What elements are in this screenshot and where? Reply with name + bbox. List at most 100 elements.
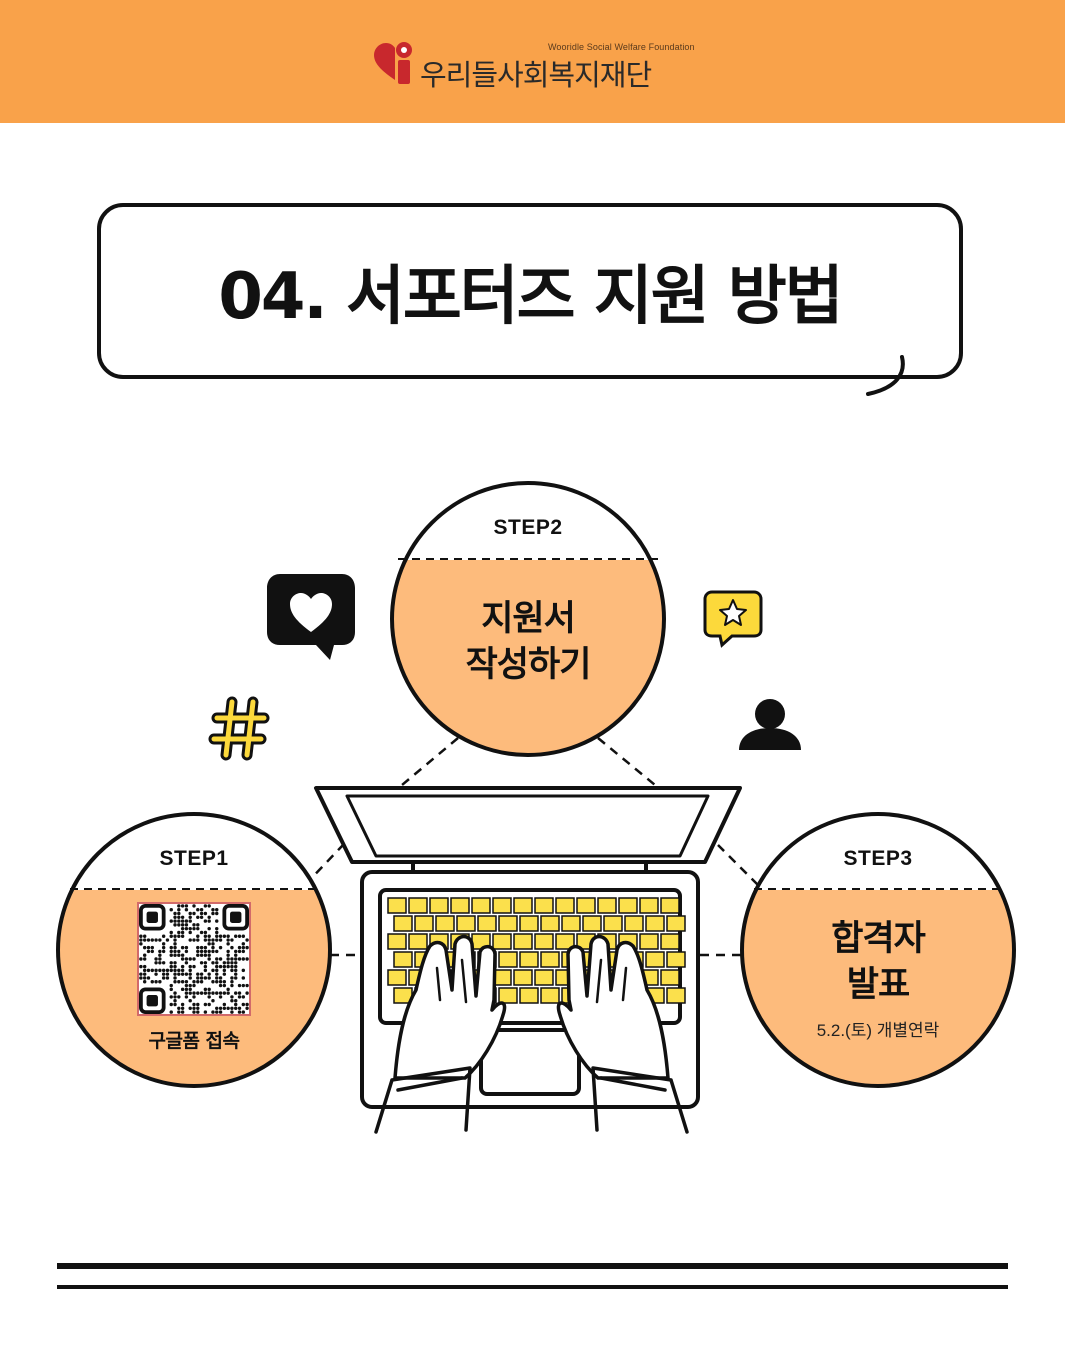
qr-module: [241, 949, 246, 954]
qr-module: [234, 957, 238, 961]
qr-module: [173, 945, 177, 950]
qr-module: [154, 957, 158, 961]
qr-module: [184, 987, 189, 992]
qr-module: [237, 934, 242, 938]
qr-module: [207, 991, 211, 995]
keyboard-key: [576, 897, 596, 914]
qr-module: [215, 991, 219, 995]
step3-date: 5.2.(토) 개별연락: [816, 1021, 940, 1040]
qr-module: [180, 957, 185, 961]
step1-label: STEP1: [159, 847, 229, 870]
qr-module: [169, 1010, 173, 1014]
bottom-rule-bottom: [57, 1285, 1008, 1289]
qr-module: [211, 980, 215, 984]
qr-module: [211, 945, 215, 950]
qr-module: [173, 1002, 177, 1007]
qr-module: [184, 995, 189, 999]
qr-module: [237, 983, 242, 988]
qr-module: [211, 949, 215, 954]
qr-module: [222, 968, 227, 973]
qr-module: [226, 938, 230, 942]
qr-module: [188, 999, 192, 1003]
qr-code[interactable]: [137, 902, 251, 1016]
qr-module: [184, 980, 189, 984]
qr-module: [215, 972, 219, 976]
qr-module: [222, 934, 227, 938]
qr-module: [241, 968, 246, 973]
qr-module: [150, 938, 154, 942]
keyboard-key: [555, 897, 575, 914]
qr-module: [188, 957, 192, 961]
qr-module: [218, 983, 223, 988]
qr-module: [222, 991, 227, 995]
qr-module: [199, 991, 204, 995]
qr-module: [203, 991, 208, 995]
header-bar: Wooridle Social Welfare Foundation 우리들사회…: [0, 0, 1065, 123]
qr-finder: [139, 987, 166, 1014]
qr-module: [215, 926, 219, 931]
qr-module: [154, 980, 158, 984]
qr-module: [158, 961, 162, 965]
qr-module: [245, 991, 249, 995]
qr-module: [199, 961, 204, 965]
qr-module: [211, 911, 215, 916]
qr-module: [173, 923, 177, 927]
keyboard-key: [498, 987, 518, 1004]
qr-module: [241, 1010, 246, 1014]
qr-module: [161, 968, 166, 973]
qr-module: [161, 942, 166, 946]
qr-module: [188, 964, 192, 969]
qr-module: [222, 983, 227, 988]
qr-module: [215, 976, 219, 980]
qr-module: [169, 953, 173, 957]
keyboard-key: [513, 969, 533, 986]
qr-module: [177, 915, 181, 919]
qr-module: [199, 915, 204, 919]
qr-module: [196, 923, 200, 927]
qr-module: [207, 938, 211, 942]
qr-module: [169, 1002, 173, 1007]
qr-module: [177, 1010, 181, 1014]
qr-module: [173, 934, 177, 938]
keyboard-key: [666, 987, 686, 1004]
qr-module: [146, 945, 151, 950]
qr-module: [203, 919, 208, 923]
qr-module: [207, 934, 211, 938]
step3-title-line2: 발표: [846, 965, 910, 1005]
qr-module: [154, 972, 158, 976]
qr-module: [173, 911, 177, 916]
star-chat-icon: [703, 590, 763, 648]
qr-module: [158, 953, 162, 957]
page-title: 04. 서포터즈 지원 방법: [218, 260, 843, 334]
qr-module: [146, 949, 151, 954]
qr-module: [192, 1006, 196, 1011]
qr-module: [173, 953, 177, 957]
qr-module: [226, 961, 230, 965]
step1-caption[interactable]: 구글폼 접속: [148, 1030, 240, 1052]
qr-module: [203, 961, 208, 965]
qr-module: [180, 1002, 185, 1007]
qr-module: [196, 953, 200, 957]
qr-module: [226, 934, 230, 938]
qr-module: [234, 964, 238, 969]
qr-module: [203, 953, 208, 957]
qr-module: [146, 938, 151, 942]
qr-module: [169, 983, 173, 988]
keyboard-key: [639, 933, 659, 950]
qr-module: [241, 934, 246, 938]
qr-module: [196, 945, 200, 950]
foundation-logo[interactable]: Wooridle Social Welfare Foundation 우리들사회…: [372, 38, 702, 92]
qr-module: [234, 976, 238, 980]
qr-module: [207, 942, 211, 946]
qr-module: [188, 930, 192, 935]
qr-module: [169, 949, 173, 954]
qr-module: [142, 968, 147, 973]
qr-module: [142, 957, 147, 961]
qr-module: [165, 938, 170, 942]
keyboard-key: [435, 915, 455, 932]
qr-module: [192, 926, 196, 931]
qr-module: [196, 915, 200, 919]
qr-module: [146, 968, 151, 973]
qr-module: [169, 907, 173, 912]
qr-module: [203, 938, 208, 942]
